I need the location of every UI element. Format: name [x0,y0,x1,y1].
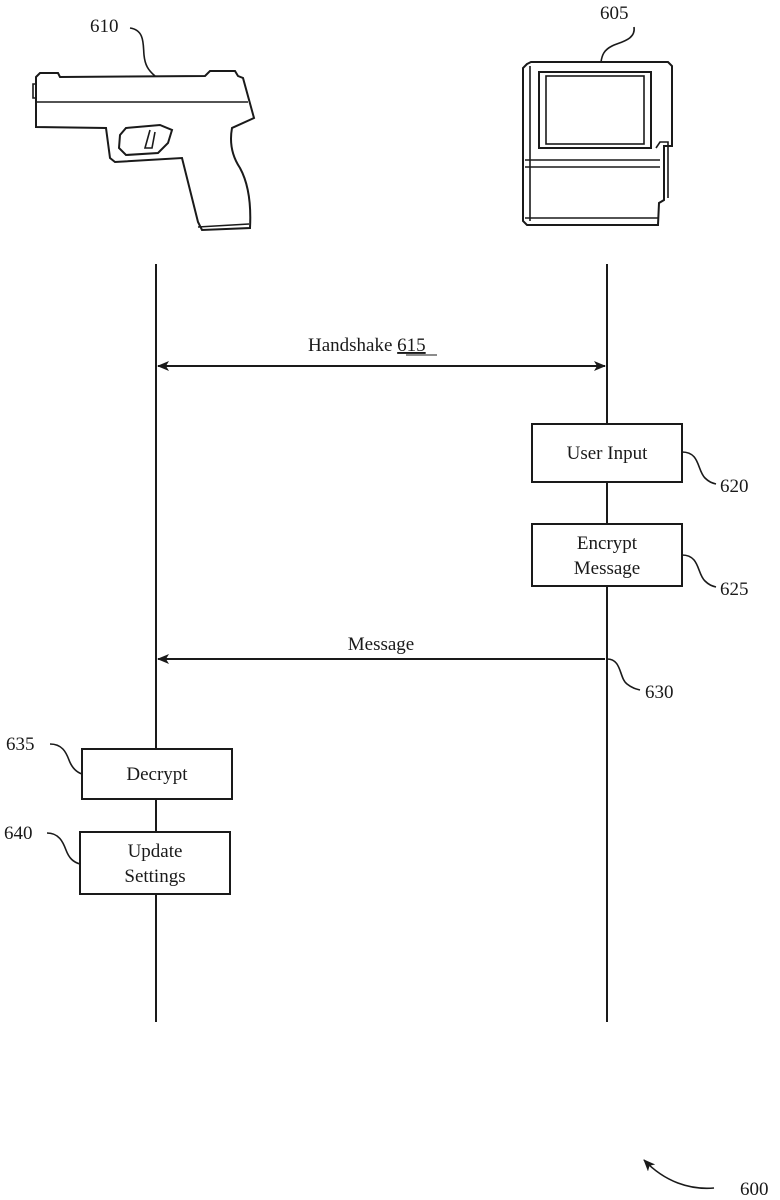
leader-620 [681,451,717,485]
ref-620: 620 [720,476,749,497]
leader-640 [46,832,81,865]
step-update-settings-label-line2: Settings [124,866,185,887]
device-icon [522,61,673,226]
leader-635 [49,743,83,775]
ref-610: 610 [90,16,119,37]
ref-640: 640 [4,823,33,844]
leader-610 [129,27,156,77]
ref-635: 635 [6,734,35,755]
leader-630 [606,658,641,691]
encrypted-message: Message [157,634,605,664]
figure-ref-600: 600 [740,1179,769,1200]
ref-625: 625 [720,579,749,600]
step-user-input: User Input [531,423,683,483]
handshake-message: Handshake 615 [157,335,606,371]
step-update-settings-label-line1: Update [128,841,183,862]
ref-605: 605 [600,3,629,24]
step-decrypt-label: Decrypt [126,764,188,785]
step-encrypt-message-label-line2: Message [574,558,640,579]
step-update-settings: Update Settings [79,831,231,895]
figure-ref-arrow [643,1159,715,1190]
ref-615: 615 [397,335,426,356]
handgun-icon [32,70,256,232]
handshake-label: Handshake 615 [308,335,426,356]
step-decrypt: Decrypt [81,748,233,800]
step-user-input-label: User Input [567,443,648,464]
message-label: Message [348,634,414,655]
step-encrypt-message: Encrypt Message [531,523,683,587]
leader-625 [681,554,717,588]
leader-605 [600,26,635,63]
step-encrypt-message-label-line1: Encrypt [577,533,638,554]
ref-630: 630 [645,682,674,703]
